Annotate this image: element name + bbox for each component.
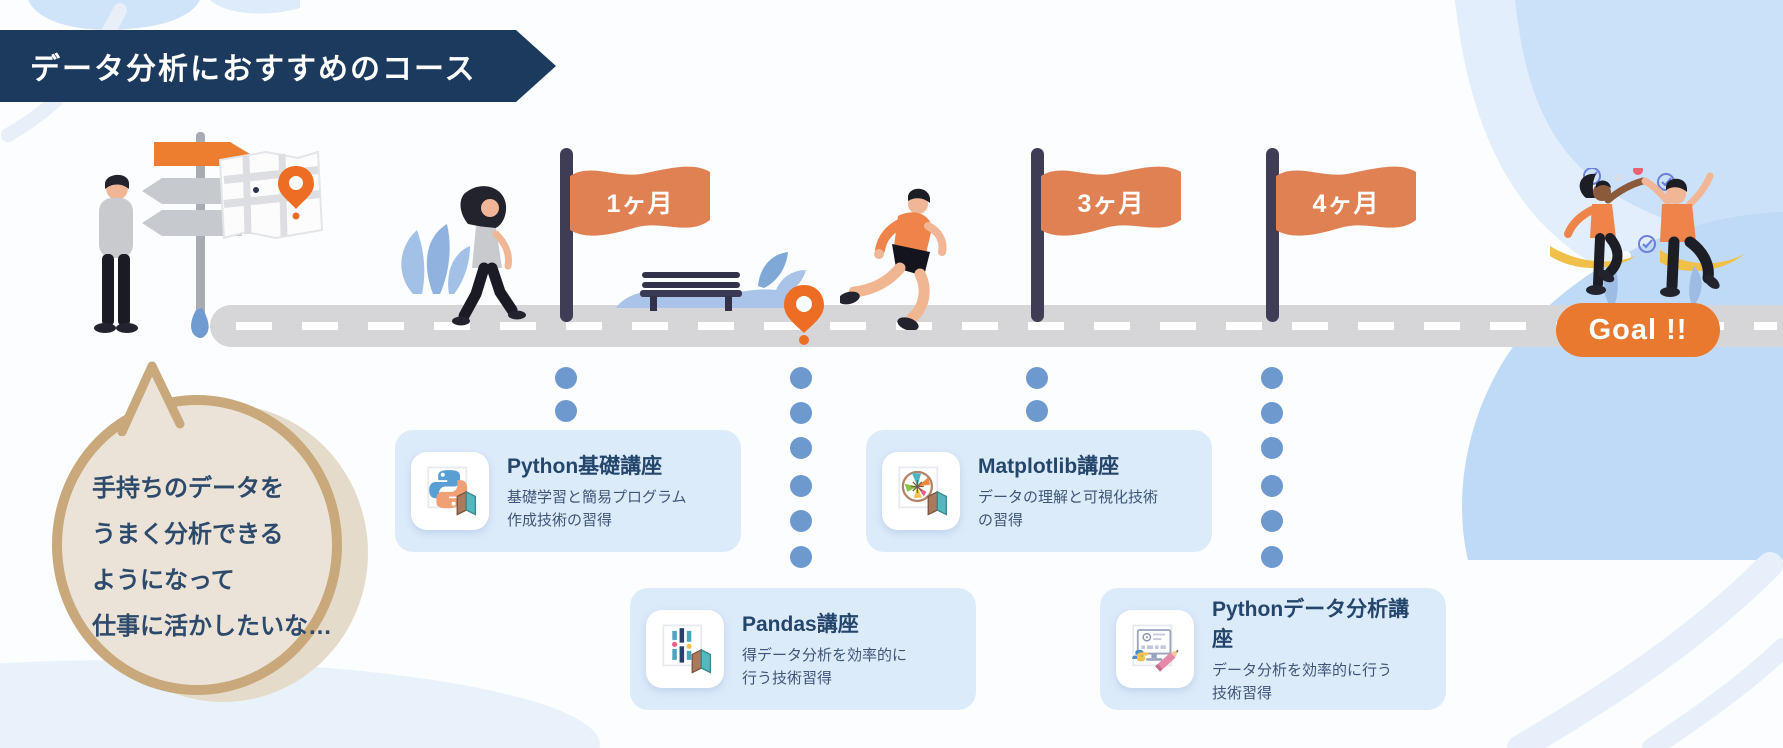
course-description: データ分析を効率的に行う 技術習得	[1212, 660, 1430, 705]
speech-bubble	[52, 395, 342, 695]
course-card-python-basic: Python基礎講座 基礎学習と簡易プログラム 作成技術の習得	[395, 430, 741, 552]
course-icon-tile	[411, 452, 489, 530]
connector-dot	[1261, 546, 1283, 568]
connector-dot	[1261, 510, 1283, 532]
beginner-book-icon	[927, 490, 948, 516]
python-data-analysis-icon	[1132, 624, 1179, 672]
connector-dot	[790, 510, 812, 532]
flag-pole	[560, 148, 573, 322]
leaf-icon	[191, 308, 209, 338]
title-banner: データ分析におすすめのコース	[0, 30, 556, 102]
map-illustration	[218, 150, 324, 240]
topright-blob	[1515, 0, 1783, 239]
connector-dot	[1261, 367, 1283, 389]
connector-dot	[790, 437, 812, 459]
course-card-pandas: Pandas講座 得データ分析を効率的に 行う技術習得	[630, 588, 976, 710]
bench-illustration	[640, 272, 742, 311]
signpost-map-illustration	[142, 132, 324, 338]
course-desc-line: 得データ分析を効率的に	[742, 647, 908, 664]
course-title: Pandas講座	[742, 613, 859, 636]
page-title: データ分析におすすめのコース	[30, 53, 477, 86]
connector-dot	[1026, 400, 1048, 422]
speech-bubble-text: 手持ちのデータを うまく分析できる ようになって 仕事に活かしたいな…	[92, 466, 332, 650]
course-title: Pythonデータ分析講座	[1212, 598, 1410, 651]
course-desc-line: データの理解と可視化技術	[978, 489, 1159, 506]
bottomright-curve-1	[1507, 552, 1783, 748]
course-icon-tile	[1116, 610, 1194, 688]
check-badge-icon	[1638, 235, 1656, 253]
pencil-icon	[1155, 650, 1179, 672]
course-description: データの理解と可視化技術 の習得	[978, 487, 1158, 532]
connector-dot	[1261, 402, 1283, 424]
road-center-line	[236, 322, 1777, 330]
course-icon-tile	[882, 452, 960, 530]
connector-dot	[790, 546, 812, 568]
flag-icon	[570, 166, 710, 236]
connector-dot	[790, 475, 812, 497]
leaf-icon	[1689, 266, 1702, 306]
bottomright-curve-2	[1642, 638, 1783, 748]
flag-pole	[1266, 148, 1279, 322]
bubble-line: うまく分析できる	[92, 521, 284, 549]
signpost-arrow-left2-icon	[142, 210, 242, 236]
signpost-arrow-left-icon	[142, 178, 246, 204]
beginner-book-icon	[456, 490, 477, 516]
confetti-dot	[1633, 168, 1643, 175]
beginner-book-icon	[691, 648, 712, 674]
course-desc-line: 技術習得	[1212, 684, 1273, 702]
right-blob	[1462, 212, 1783, 560]
course-title: Python基礎講座	[507, 455, 663, 478]
course-desc-line: 作成技術の習得	[507, 511, 613, 529]
person-right	[1641, 172, 1720, 297]
flag-pole	[1031, 148, 1044, 322]
course-desc-line: 行う技術習得	[742, 669, 833, 687]
course-card-matplotlib: Matplotlib講座 データの理解と可視化技術 の習得	[866, 430, 1212, 552]
milestone-label: 4ヶ月	[1312, 190, 1380, 218]
bubble-line: ようになって	[92, 567, 235, 595]
road-pin-icon	[784, 285, 824, 345]
connector-dot	[1026, 367, 1048, 389]
goal-badge: Goal !!	[1556, 303, 1720, 357]
course-desc-line: データ分析を効率的に行う	[1212, 662, 1393, 679]
flag-icon	[1276, 166, 1416, 236]
connector-dot	[790, 367, 812, 389]
course-title: Matplotlib講座	[978, 455, 1120, 478]
course-description: 得データ分析を効率的に 行う技術習得	[742, 645, 907, 690]
milestone-flag-2: 3ヶ月	[1031, 148, 1186, 348]
celebrating-duo-illustration	[1550, 168, 1744, 306]
python-logo-icon	[427, 466, 477, 516]
person-left	[1564, 173, 1647, 295]
milestone-flag-3: 4ヶ月	[1266, 148, 1421, 348]
goal-label: Goal !!	[1588, 313, 1688, 346]
walking-woman-illustration	[452, 186, 526, 326]
speech-bubble-tail	[117, 361, 185, 436]
topleft-blob-2	[210, 0, 300, 14]
flag-icon	[1041, 166, 1181, 236]
connector-dot	[555, 400, 577, 422]
runner-illustration	[840, 188, 947, 330]
course-card-python-analysis: Pythonデータ分析講座 データ分析を効率的に行う 技術習得	[1100, 588, 1446, 710]
milestone-label: 3ヶ月	[1077, 190, 1145, 218]
connector-dot	[555, 367, 577, 389]
milestone-flag-1: 1ヶ月	[560, 148, 715, 348]
milestone-label: 1ヶ月	[606, 190, 674, 218]
connector-dot	[1261, 437, 1283, 459]
connector-dot	[790, 402, 812, 424]
map-pin-icon	[278, 166, 314, 220]
bubble-line: 仕事に活かしたいな…	[92, 613, 332, 641]
course-description: 基礎学習と簡易プログラム 作成技術の習得	[507, 487, 687, 532]
ribbon	[1660, 250, 1744, 272]
course-icon-tile	[646, 610, 724, 688]
confetti-dot	[1614, 174, 1622, 182]
bush-illustration	[401, 224, 470, 294]
course-desc-line: 基礎学習と簡易プログラム	[507, 489, 687, 506]
matplotlib-logo-icon	[898, 466, 948, 516]
standing-man-illustration	[94, 174, 138, 333]
course-desc-line: の習得	[978, 511, 1024, 529]
bubble-line: 手持ちのデータを	[92, 475, 284, 502]
connector-dot	[1261, 475, 1283, 497]
pandas-logo-icon	[662, 624, 712, 674]
